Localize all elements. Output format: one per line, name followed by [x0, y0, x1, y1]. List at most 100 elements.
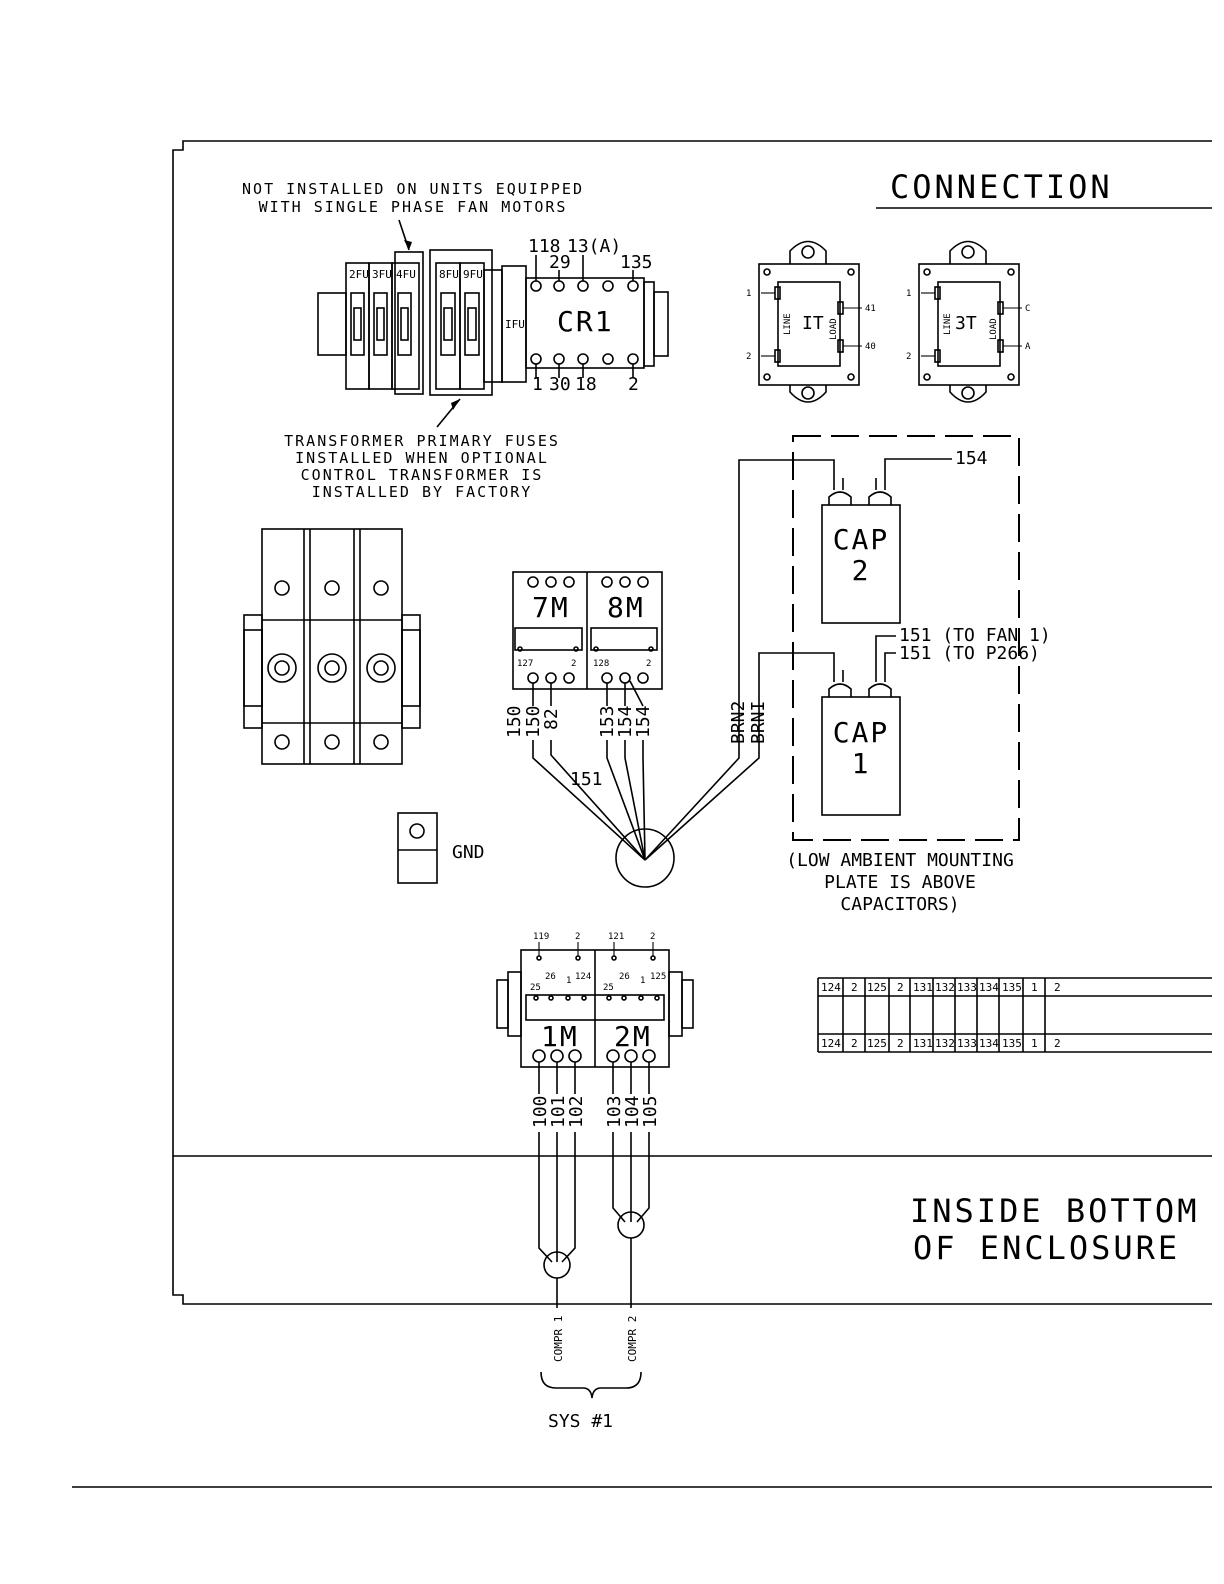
svg-text:INSTALLED WHEN OPTIONAL: INSTALLED WHEN OPTIONAL — [295, 449, 549, 467]
capacitor-2: CAP 2 154 — [738, 448, 988, 742]
8m-wire-154b: 154 — [633, 705, 654, 738]
wire-brn1: BRNI — [748, 701, 769, 744]
7m-wire-150b: 150 — [523, 705, 544, 738]
terminal-strip-bottom: 124 2 125 2 131 132 133 134 135 1 2 — [821, 1037, 1061, 1050]
low-ambient-note-3: CAPACITORS) — [840, 894, 959, 915]
7m-coil-2: 2 — [571, 659, 576, 669]
terminal-131: 131 — [913, 981, 933, 994]
svg-text:TRANSFORMER PRIMARY FUSES: TRANSFORMER PRIMARY FUSES — [284, 432, 560, 450]
2m-wire-103: 103 — [604, 1095, 625, 1128]
terminal-1-lower: 1 — [1031, 1037, 1038, 1050]
1t-load-label: LOAD — [829, 318, 839, 340]
low-ambient-plate: (LOW AMBIENT MOUNTING PLATE IS ABOVE CAP… — [786, 435, 1020, 915]
terminal-132: 132 — [935, 981, 955, 994]
terminal-125: 125 — [867, 981, 887, 994]
1t-pin-40: 40 — [865, 342, 876, 352]
1m-mid-26: 26 — [545, 972, 556, 982]
1t-label: IT — [802, 313, 824, 334]
cap2-wire-154: 154 — [955, 448, 988, 469]
terminal-2: 2 — [851, 981, 858, 994]
7m-wire-82: 82 — [541, 708, 562, 730]
2m-top-2: 2 — [650, 932, 655, 942]
terminal-2-lower: 2 — [851, 1037, 858, 1050]
terminal-132-lower: 132 — [935, 1037, 955, 1050]
terminal-124-lower: 124 — [821, 1037, 841, 1050]
disconnect-switch — [243, 528, 421, 765]
cr1-terminal-13a: 13(A) — [567, 236, 621, 257]
1m-mid-25: 25 — [530, 983, 541, 993]
cr1-terminal-30: 30 — [549, 374, 571, 395]
bundle-wire-151: 151 — [570, 769, 603, 790]
fuse-label-2fu: 2FU — [349, 268, 369, 281]
8m-wire-154a: 154 — [615, 705, 636, 738]
3t-line-label: LINE — [943, 313, 953, 335]
1t-pin-41: 41 — [865, 304, 876, 314]
fan-wire-bundle: 151 BRN2 BRNI — [532, 701, 769, 888]
1m-wire-102: 102 — [566, 1095, 587, 1128]
contactors-7m-8m: 7M 8M 127 2 128 2 150 150 82 153 154 154 — [504, 571, 663, 738]
terminal-1: 1 — [1031, 981, 1038, 994]
fuse-label-8fu: 8FU — [439, 268, 459, 281]
1t-line-label: LINE — [783, 313, 793, 335]
fuse-label-3fu: 3FU — [372, 268, 392, 281]
terminal-2c-lower: 2 — [1054, 1037, 1061, 1050]
inside-bottom-label-1: INSIDE BOTTOM — [910, 1192, 1199, 1230]
terminal-2b: 2 — [897, 981, 904, 994]
fuse-label-9fu: 9FU — [463, 268, 483, 281]
7m-wire-150a: 150 — [504, 705, 525, 738]
1m-mid-1: 1 — [566, 976, 571, 986]
relay-cr1-label: CR1 — [557, 305, 614, 338]
enclosure-outline — [72, 140, 1212, 1488]
cap1-label-2: 1 — [852, 747, 871, 780]
system-label: SYS #1 — [548, 1411, 613, 1432]
2m-mid-125: 125 — [650, 972, 666, 982]
2m-wire-105: 105 — [640, 1095, 661, 1128]
1m-top-119: 119 — [533, 932, 549, 942]
7m-coil-127: 127 — [517, 659, 533, 669]
wire-brn2: BRN2 — [728, 701, 749, 744]
ground-lug: GND — [397, 812, 485, 884]
1m-wire-100: 100 — [530, 1095, 551, 1128]
3t-pin-1: 1 — [906, 289, 911, 299]
contactor-7m-label: 7M — [532, 591, 570, 624]
terminal-124: 124 — [821, 981, 841, 994]
cr1-terminal-18: 18 — [575, 374, 597, 395]
svg-text:INSTALLED BY FACTORY: INSTALLED BY FACTORY — [312, 483, 533, 501]
8m-coil-2: 2 — [646, 659, 651, 669]
low-ambient-note-1: (LOW AMBIENT MOUNTING — [786, 850, 1014, 871]
1m-top-2: 2 — [575, 932, 580, 942]
cr1-terminal-135: 135 — [620, 252, 653, 273]
svg-text:NOT INSTALLED ON UNITS EQUIPPE: NOT INSTALLED ON UNITS EQUIPPED — [242, 180, 584, 198]
cr1-terminal-29: 29 — [549, 252, 571, 273]
fuse-label-ifu: IFU — [505, 318, 525, 331]
terminal-133: 133 — [957, 981, 977, 994]
compressor-2-label: COMPR 2 — [626, 1316, 639, 1362]
page-title: CONNECTION — [890, 168, 1113, 206]
terminal-131-lower: 131 — [913, 1037, 933, 1050]
1m-wire-101: 101 — [548, 1095, 569, 1128]
terminal-125-lower: 125 — [867, 1037, 887, 1050]
cap2-label-2: 2 — [852, 554, 871, 587]
2m-top-121: 121 — [608, 932, 624, 942]
transformer-1t: 1 2 41 40 LINE LOAD IT — [746, 240, 876, 403]
cap1-wire-to-fan1: 151 (TO FAN 1) — [899, 625, 1051, 646]
2m-mid-26: 26 — [619, 972, 630, 982]
8m-coil-128: 128 — [593, 659, 609, 669]
low-ambient-note-2: PLATE IS ABOVE — [824, 872, 976, 893]
cap1-label-1: CAP — [833, 716, 890, 749]
3t-pin-2: 2 — [906, 352, 911, 362]
contactor-1m-label: 1M — [541, 1020, 579, 1053]
fuse-slots — [350, 292, 480, 356]
terminal-134-lower: 134 — [979, 1037, 999, 1050]
svg-text:WITH SINGLE PHASE FAN MOTORS: WITH SINGLE PHASE FAN MOTORS — [259, 198, 568, 216]
3t-pin-a: A — [1025, 342, 1031, 352]
3t-pin-c: C — [1025, 304, 1030, 314]
terminal-strip: 124 2 125 2 131 132 133 134 135 1 2 124 … — [817, 977, 1212, 1053]
inside-bottom-label-2: OF ENCLOSURE — [913, 1229, 1180, 1267]
compressor-1-label: COMPR 1 — [552, 1316, 565, 1362]
cap1-wire-to-p266: 151 (TO P266) — [899, 643, 1040, 664]
2m-mid-25: 25 — [603, 983, 614, 993]
2m-mid-1: 1 — [640, 976, 645, 986]
1t-pin-2: 2 — [746, 352, 751, 362]
